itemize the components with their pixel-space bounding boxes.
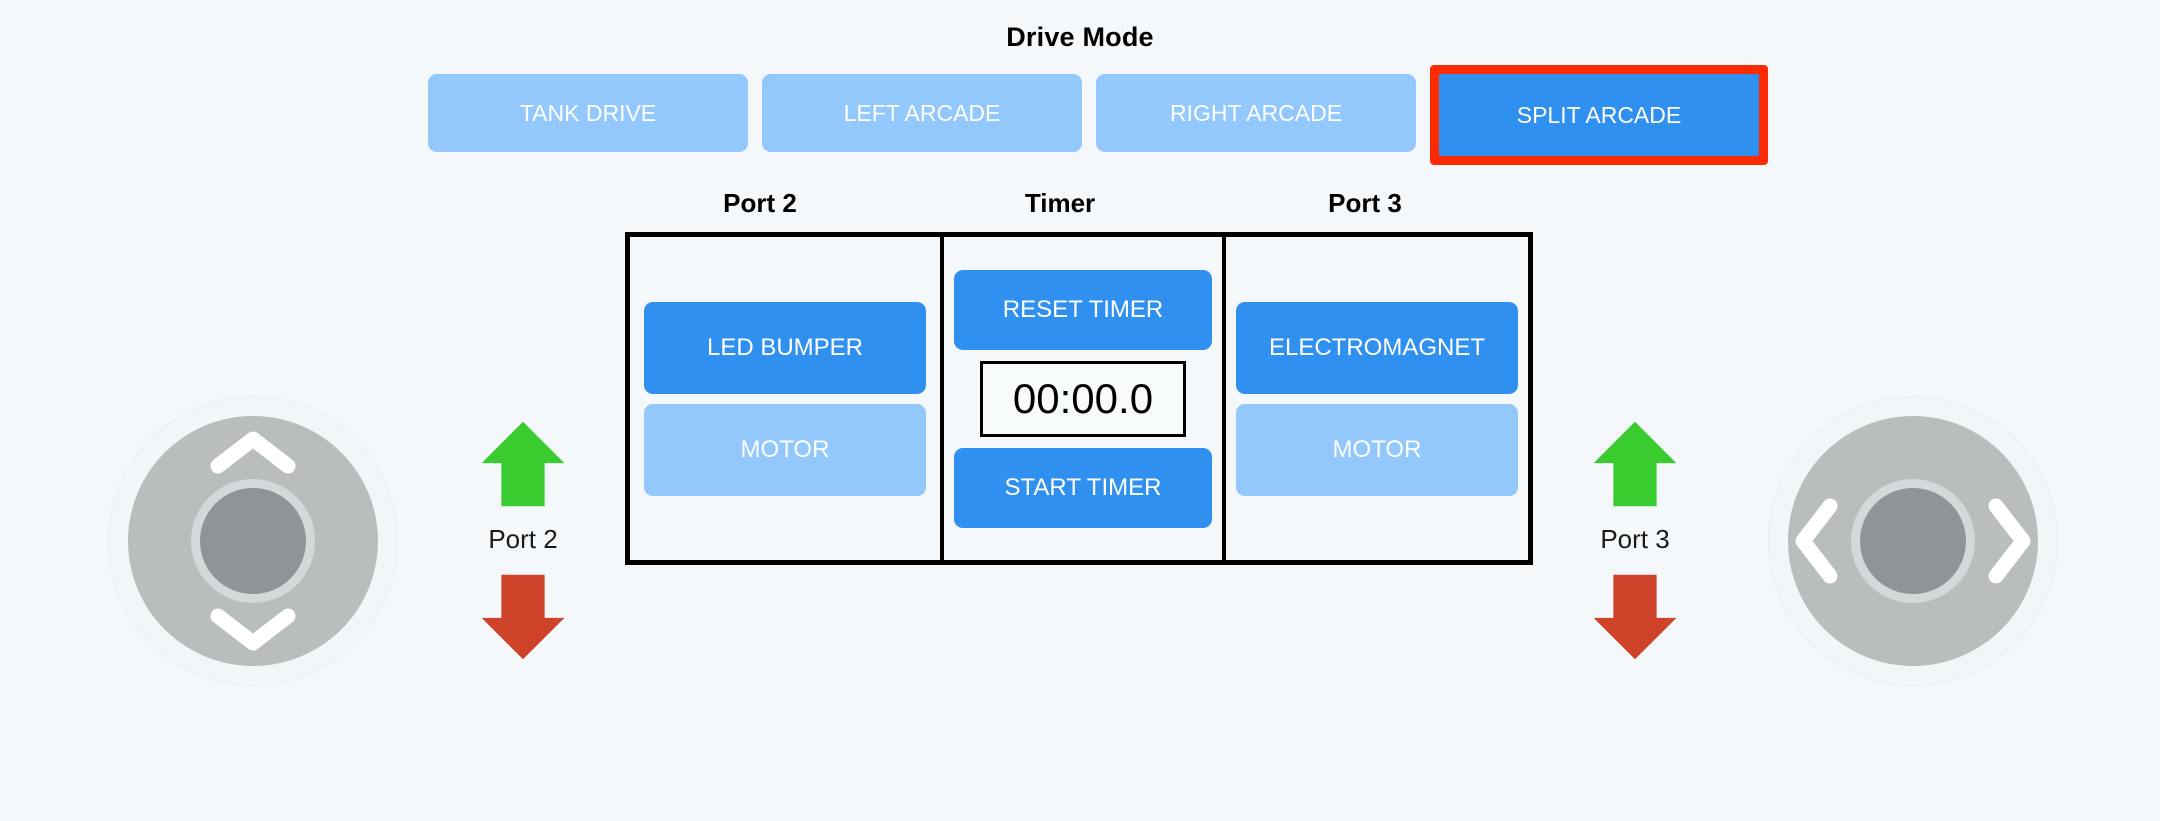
drive-mode-option-left-arcade: LEFT ARCADE: [762, 74, 1082, 152]
drive-mode-option-tank-drive: TANK DRIVE: [428, 74, 748, 152]
chevron-right-icon[interactable]: [1988, 498, 2032, 584]
port2-arrow-label: Port 2: [488, 524, 558, 554]
port2-motor-button[interactable]: MOTOR: [644, 403, 926, 496]
device-control-panel: LED BUMPER MOTOR RESET TIMER 00:00.0 STA…: [625, 232, 1533, 565]
timer-display: 00:00.0: [980, 360, 1186, 437]
left-joystick[interactable]: [108, 396, 398, 686]
timer-column: RESET TIMER 00:00.0 START TIMER: [940, 237, 1226, 560]
port2-header: Port 2: [723, 188, 797, 218]
right-arcade-button[interactable]: RIGHT ARCADE: [1096, 74, 1416, 152]
led-bumper-button[interactable]: LED BUMPER: [644, 301, 926, 394]
right-joystick-knob[interactable]: [1860, 488, 1966, 594]
page-title: Drive Mode: [1006, 22, 1154, 52]
chevron-left-icon[interactable]: [1794, 498, 1838, 584]
drive-mode-option-right-arcade: RIGHT ARCADE: [1096, 74, 1416, 152]
drive-mode-option-split-arcade-highlight: SPLIT ARCADE: [1430, 65, 1768, 165]
port3-motor-button[interactable]: MOTOR: [1236, 403, 1518, 496]
reset-timer-button[interactable]: RESET TIMER: [954, 269, 1212, 350]
chevron-down-icon[interactable]: [210, 608, 296, 652]
tank-drive-button[interactable]: TANK DRIVE: [428, 74, 748, 152]
arrow-down-icon[interactable]: [478, 571, 568, 663]
start-timer-button[interactable]: START TIMER: [954, 447, 1212, 528]
port3-arrow-group: Port 3: [1570, 418, 1700, 663]
port3-column: ELECTROMAGNET MOTOR: [1226, 237, 1528, 560]
panel-header-row: Port 2 Timer Port 3: [605, 188, 1525, 222]
left-joystick-knob[interactable]: [200, 488, 306, 594]
port2-column: LED BUMPER MOTOR: [630, 237, 940, 560]
arrow-up-icon[interactable]: [478, 418, 568, 510]
left-arcade-button[interactable]: LEFT ARCADE: [762, 74, 1082, 152]
electromagnet-button[interactable]: ELECTROMAGNET: [1236, 301, 1518, 394]
arrow-up-icon[interactable]: [1590, 418, 1680, 510]
split-arcade-button[interactable]: SPLIT ARCADE: [1439, 74, 1759, 156]
timer-header: Timer: [1024, 188, 1096, 218]
port3-header: Port 3: [1328, 188, 1402, 218]
port2-arrow-group: Port 2: [458, 418, 588, 663]
arrow-down-icon[interactable]: [1590, 571, 1680, 663]
right-joystick[interactable]: [1768, 396, 2058, 686]
drive-mode-button-group: TANK DRIVE LEFT ARCADE RIGHT ARCADE SPLI…: [428, 65, 1768, 165]
port3-arrow-label: Port 3: [1600, 524, 1670, 554]
chevron-up-icon[interactable]: [210, 430, 296, 474]
